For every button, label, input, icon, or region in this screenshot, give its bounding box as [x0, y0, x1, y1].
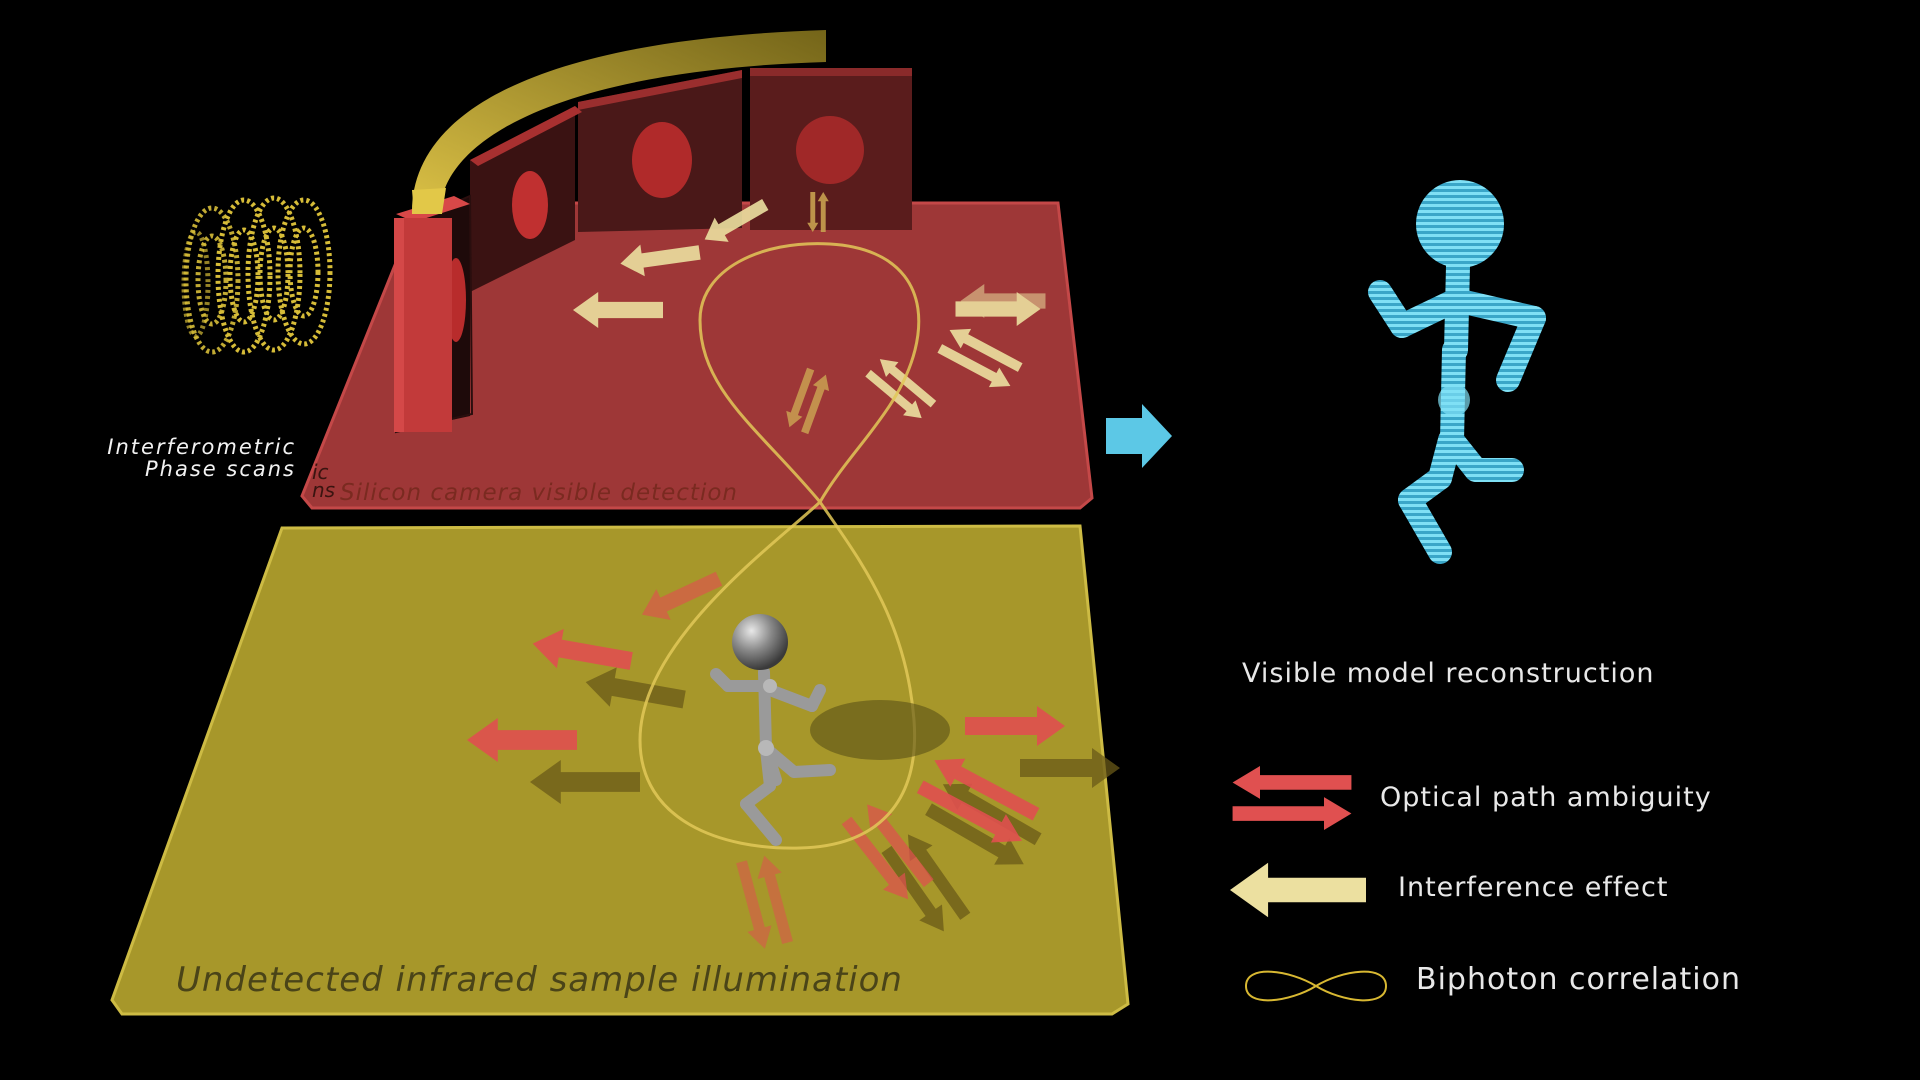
biphoton-correlation-loop — [638, 242, 921, 850]
interference-legend-icon — [1230, 862, 1366, 918]
phase-scans-line1: Interferometric — [107, 435, 296, 459]
infrared-illumination-label: Undetected infrared sample illumination — [176, 960, 903, 1000]
reconstruction-arrow — [1106, 404, 1172, 468]
phase-scans-line2: Phase scans — [145, 457, 296, 481]
ghost-text-2: ns — [312, 478, 336, 502]
legend-symbols — [1230, 766, 1388, 1002]
legend-path-ambiguity-label: Optical path ambiguity — [1380, 782, 1712, 813]
sample-figure — [710, 614, 950, 846]
silicon-camera-plane — [300, 201, 1094, 510]
phase-scans-label: Interferometric Phase scans — [66, 436, 296, 480]
biphoton-legend-icon — [1244, 970, 1388, 1002]
phase-scan-waves — [181, 195, 333, 355]
reconstruction-label: Visible model reconstruction — [1242, 658, 1655, 689]
infrared-plane — [110, 524, 1130, 1016]
path-ambiguity-legend-icon — [1232, 766, 1352, 830]
legend-biphoton-label: Biphoton correlation — [1416, 962, 1741, 997]
scan-arc — [411, 30, 826, 214]
legend-interference-label: Interference effect — [1398, 872, 1669, 903]
ghost-text: ic — [312, 460, 329, 484]
camera-blocks — [394, 68, 912, 434]
silicon-camera-label: Silicon camera visible detection — [340, 480, 738, 506]
reconstructed-model — [1368, 180, 1546, 564]
